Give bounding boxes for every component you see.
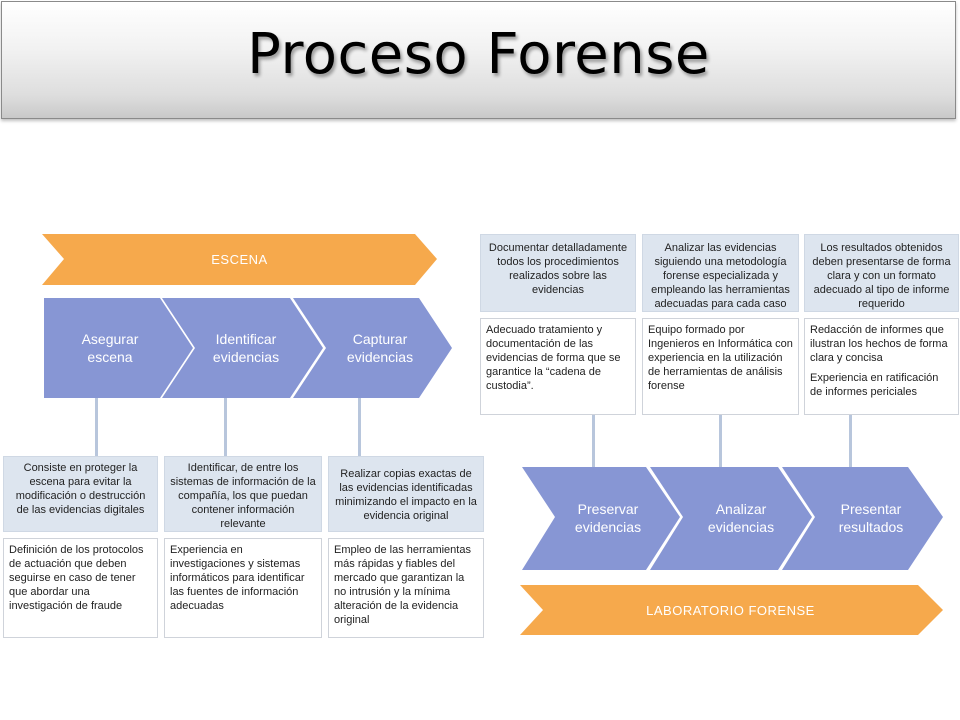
description-box: Los resultados obtenidos deben presentar… [804,234,959,312]
connector-line [719,415,722,467]
detail-text: Equipo formado por Ingenieros en Informá… [648,324,793,392]
detail-box: Redacción de informes que ilustran los h… [804,318,959,415]
step-label-asegurar-escena: Asegurar escena [81,331,139,365]
detail-box: Adecuado tratamiento y documentación de … [480,318,636,415]
detail-text: Definición de los protocolos de actuació… [9,544,144,612]
description-box: Identificar, de entre los sistemas de in… [164,456,322,532]
detail-text: Adecuado tratamiento y documentación de … [486,324,621,392]
escena-banner-shape [42,234,437,285]
connector-line [224,398,227,456]
connector-line [592,415,595,467]
step-label-presentar-resultados: Presentar resultados [838,501,904,535]
detail-box: Experiencia en investigaciones y sistema… [164,538,322,638]
connector-line [358,398,361,456]
step-label-identificar-evidencias: Identificar evidencias [212,331,280,365]
description-box: Consiste en proteger la escena para evit… [3,456,158,532]
chevron-preservar-evidencias [522,467,680,570]
detail-box: Definición de los protocolos de actuació… [3,538,158,638]
chevron-capturar-evidencias [293,298,452,398]
step-label-analizar-evidencias: Analizar evidencias [707,501,775,535]
step-label-preservar-evidencias: Preservar evidencias [574,501,642,535]
detail-box: Equipo formado por Ingenieros en Informá… [642,318,799,415]
detail-box: Empleo de las herramientas más rápidas y… [328,538,484,638]
step-label-capturar-evidencias: Capturar evidencias [346,331,414,365]
connector-line [849,415,852,467]
description-box: Realizar copias exactas de las evidencia… [328,456,484,532]
connector-line [95,398,98,456]
laboratorio-banner-label: LABORATORIO FORENSE [646,602,815,618]
detail-text: Experiencia en ratificación de informes … [810,372,939,398]
description-box: Analizar las evidencias siguiendo una me… [642,234,799,312]
detail-text: Experiencia en investigaciones y sistema… [170,544,305,612]
description-box: Documentar detalladamente todos los proc… [480,234,636,312]
detail-text: Empleo de las herramientas más rápidas y… [334,544,471,626]
chevron-analizar-evidencias [650,467,812,570]
title-bar: Proceso Forense [1,1,956,119]
page-title: Proceso Forense [247,22,710,87]
chevron-identificar-evidencias [162,298,323,398]
escena-banner-label: ESCENA [211,252,268,267]
laboratorio-banner-shape [520,585,943,635]
chevron-asegurar-escena [44,298,193,398]
detail-text: Redacción de informes que ilustran los h… [810,324,948,364]
chevron-presentar-resultados [782,467,943,570]
